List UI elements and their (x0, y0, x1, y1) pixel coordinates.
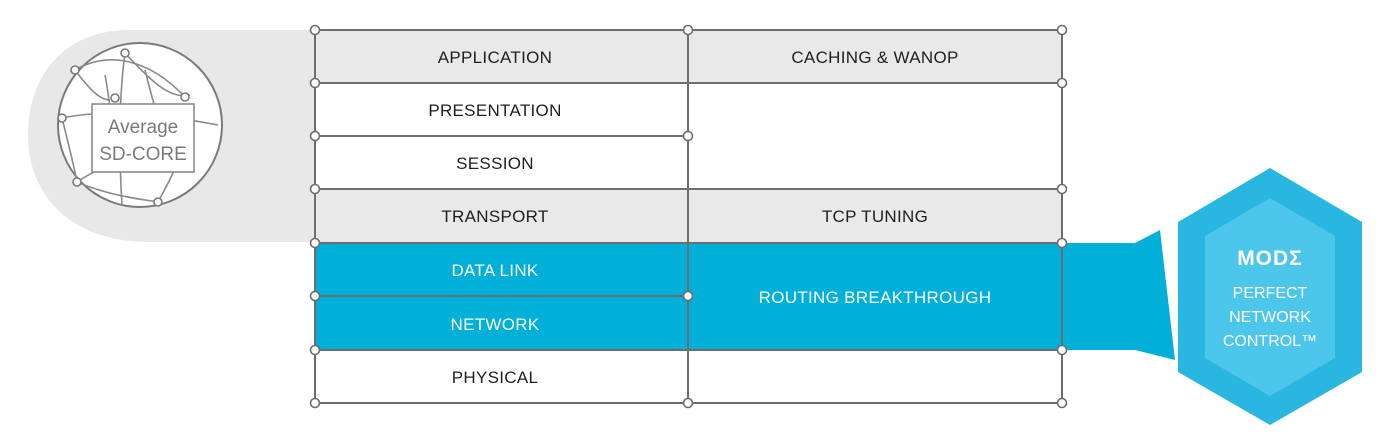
layer-physical: PHYSICAL (452, 368, 539, 387)
layer-data-link: DATA LINK (451, 261, 538, 280)
mode-tagline-line3: CONTROL™ (1223, 333, 1317, 350)
feature-caching: CACHING & WANOP (791, 48, 958, 67)
osi-table: APPLICATION PRESENTATION SESSION TRANSPO… (309, 24, 1068, 409)
mode-tagline-line2: NETWORK (1229, 309, 1311, 326)
feature-tcp-tuning: TCP TUNING (822, 207, 928, 226)
sdcore-label-line1: Average (108, 117, 178, 138)
mode-tagline-line1: PERFECT (1233, 285, 1308, 302)
sdcore-globe: Average SD-CORE (57, 42, 223, 208)
layer-session: SESSION (456, 154, 534, 173)
sdcore-label-line2: SD-CORE (99, 144, 187, 165)
layer-application: APPLICATION (438, 48, 552, 67)
layer-network: NETWORK (451, 315, 540, 334)
layer-transport: TRANSPORT (441, 207, 548, 226)
mode-logo: MODΣ (1237, 247, 1303, 270)
layer-presentation: PRESENTATION (428, 101, 561, 120)
feature-routing: ROUTING BREAKTHROUGH (759, 288, 992, 307)
mode-badge: MODΣ PERFECT NETWORK CONTROL™ (1178, 168, 1362, 425)
routing-band-extension (1062, 230, 1175, 360)
